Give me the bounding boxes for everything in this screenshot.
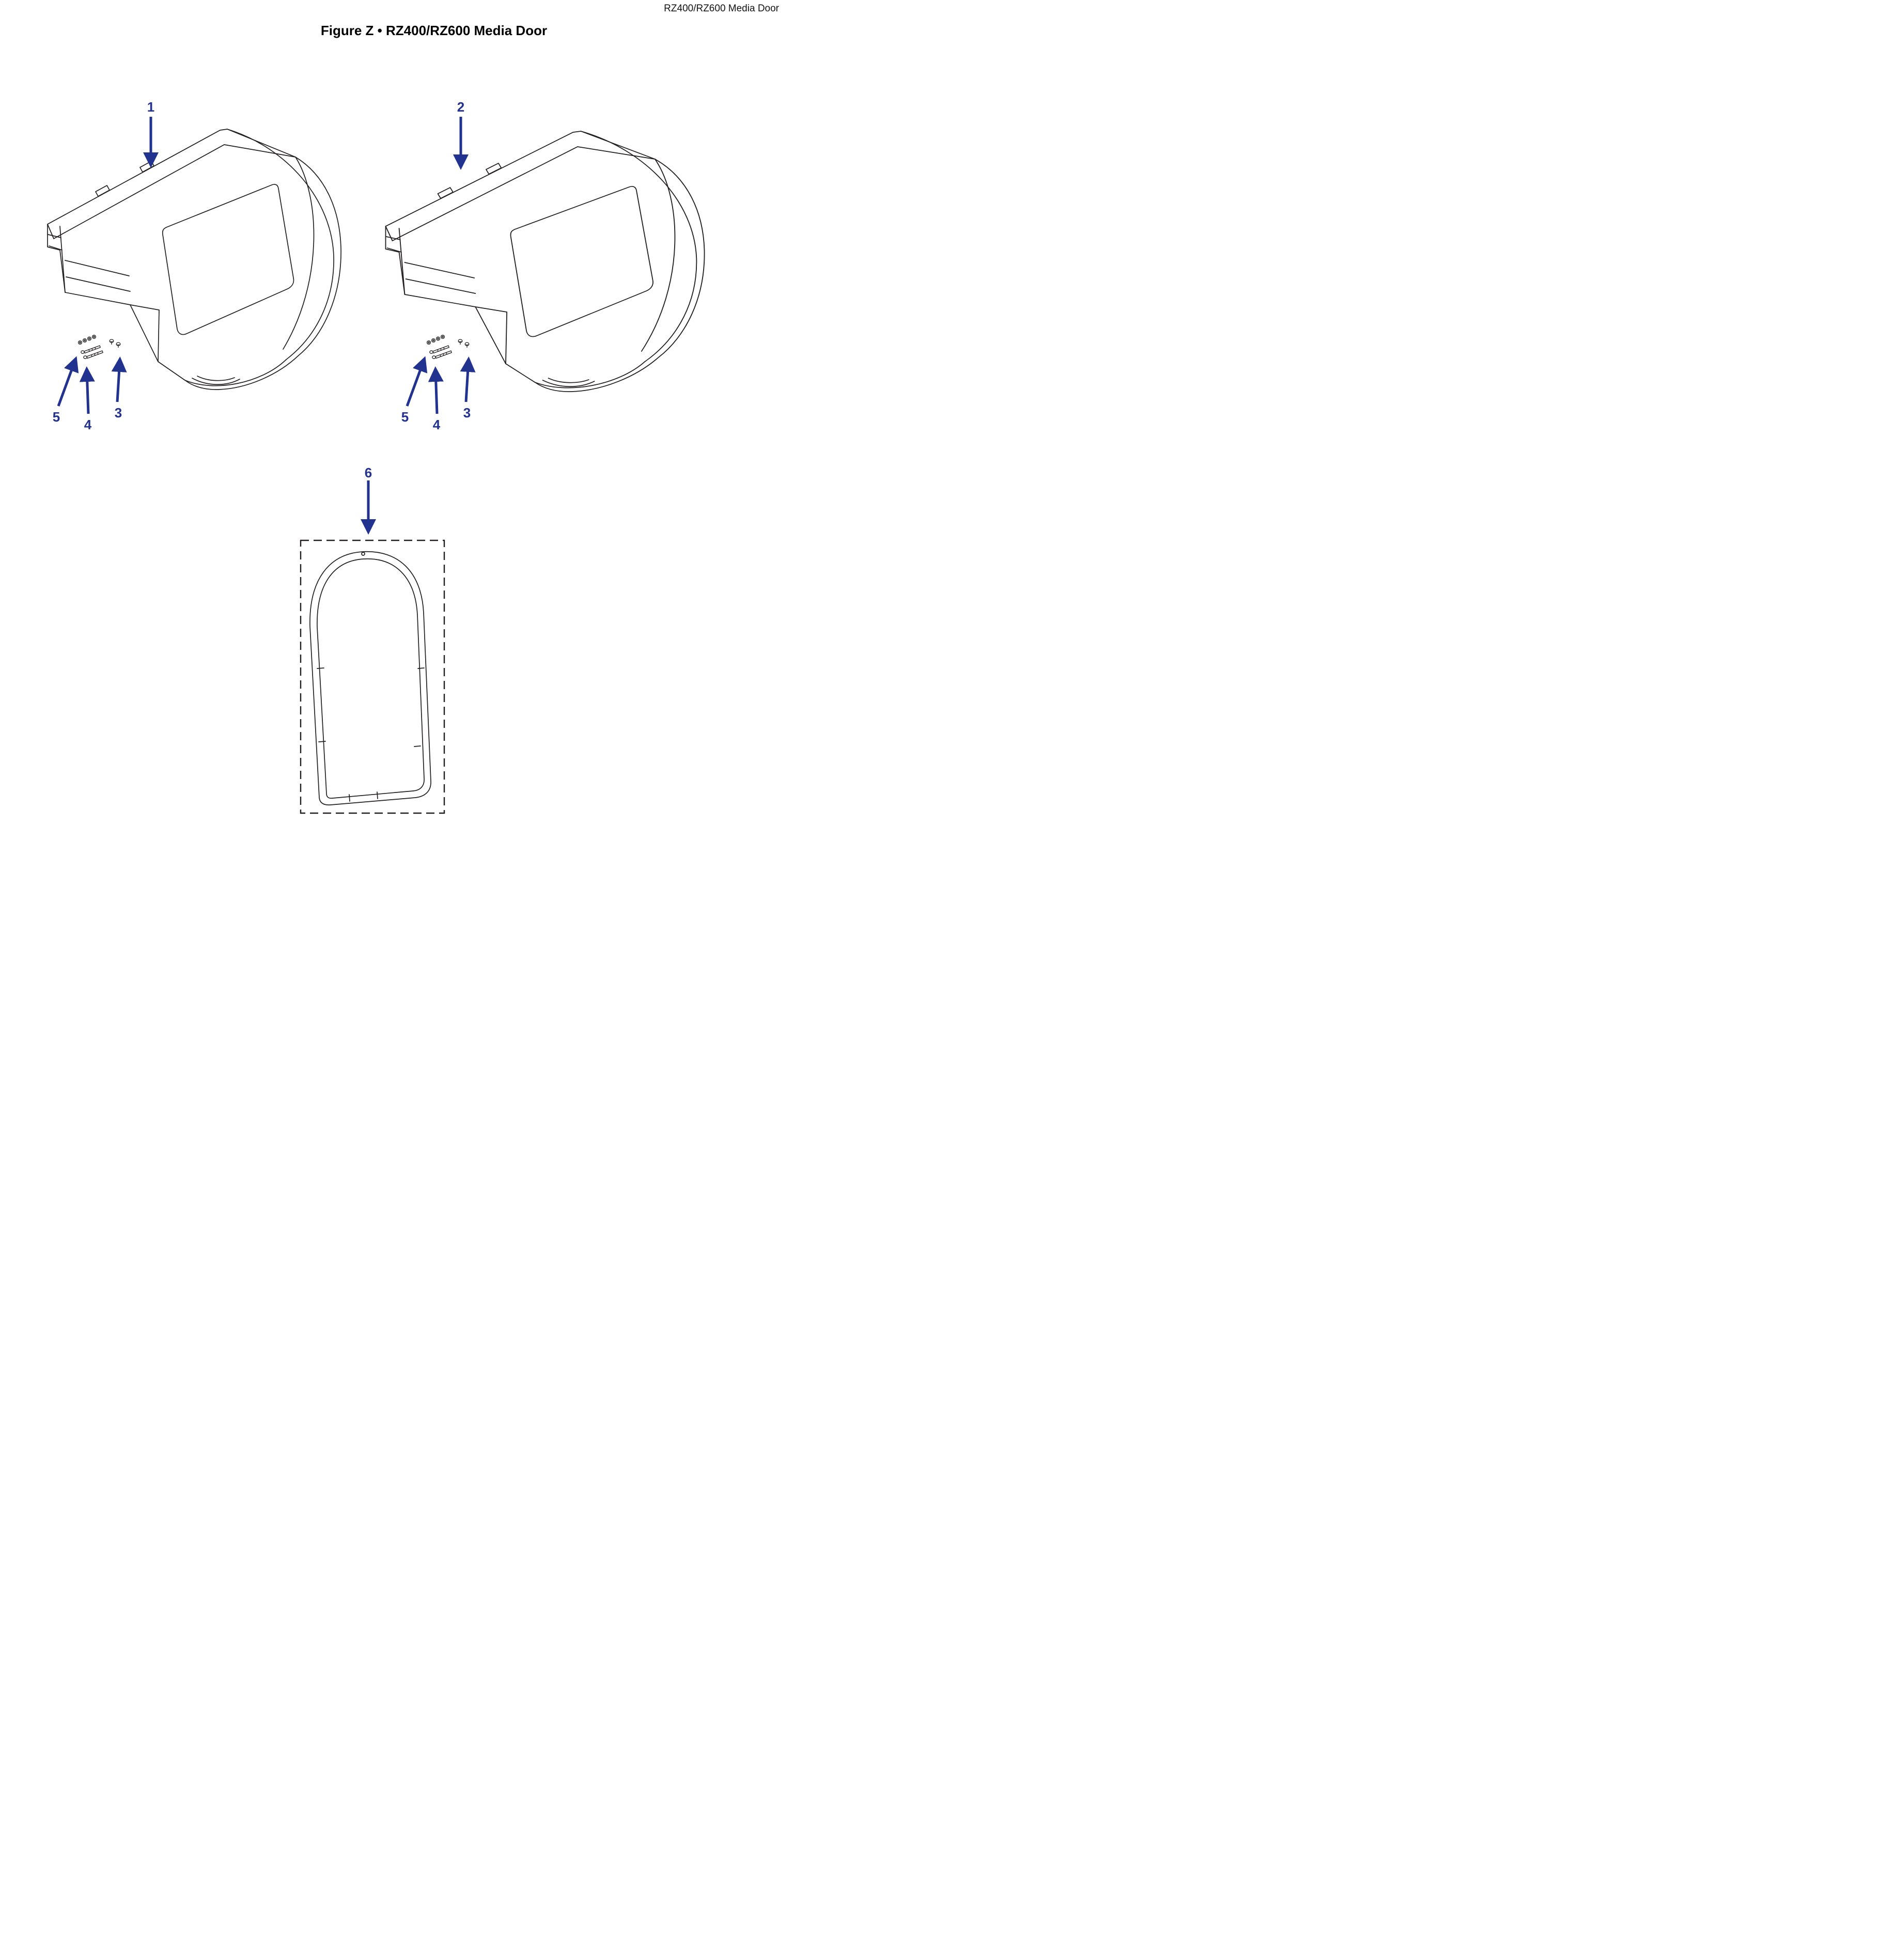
callout-label-4-left: 4 bbox=[84, 417, 92, 432]
detail-boundary-dashed-box bbox=[300, 539, 445, 814]
callout-label-5-left: 5 bbox=[52, 409, 60, 425]
manual-page: RZ400/RZ600 Media Door Figure Z • RZ400/… bbox=[0, 0, 785, 817]
callout-arrow-3-left bbox=[111, 356, 127, 402]
window-frame-outline bbox=[309, 551, 431, 805]
callout-label-1: 1 bbox=[147, 99, 155, 115]
callout-label-3-right: 3 bbox=[463, 405, 471, 421]
media-door-window-frame-drawing bbox=[300, 539, 445, 814]
callout-arrow-5-left bbox=[57, 356, 79, 407]
callout-arrow-5-right bbox=[406, 356, 428, 407]
callout-label-4-right: 4 bbox=[432, 417, 441, 432]
callout-label-6: 6 bbox=[364, 465, 372, 480]
callout-arrow-4-left bbox=[79, 366, 95, 414]
callout-label-2: 2 bbox=[457, 99, 465, 115]
callout-label-5-right: 5 bbox=[401, 409, 409, 425]
page-header-title: RZ400/RZ600 Media Door bbox=[664, 3, 779, 14]
callout-arrows-layer bbox=[57, 117, 476, 535]
callout-label-3-left: 3 bbox=[114, 405, 122, 421]
figure-title: Figure Z • RZ400/RZ600 Media Door bbox=[320, 23, 548, 38]
callout-arrow-3-right bbox=[460, 356, 476, 402]
callout-arrow-4-right bbox=[428, 366, 444, 414]
